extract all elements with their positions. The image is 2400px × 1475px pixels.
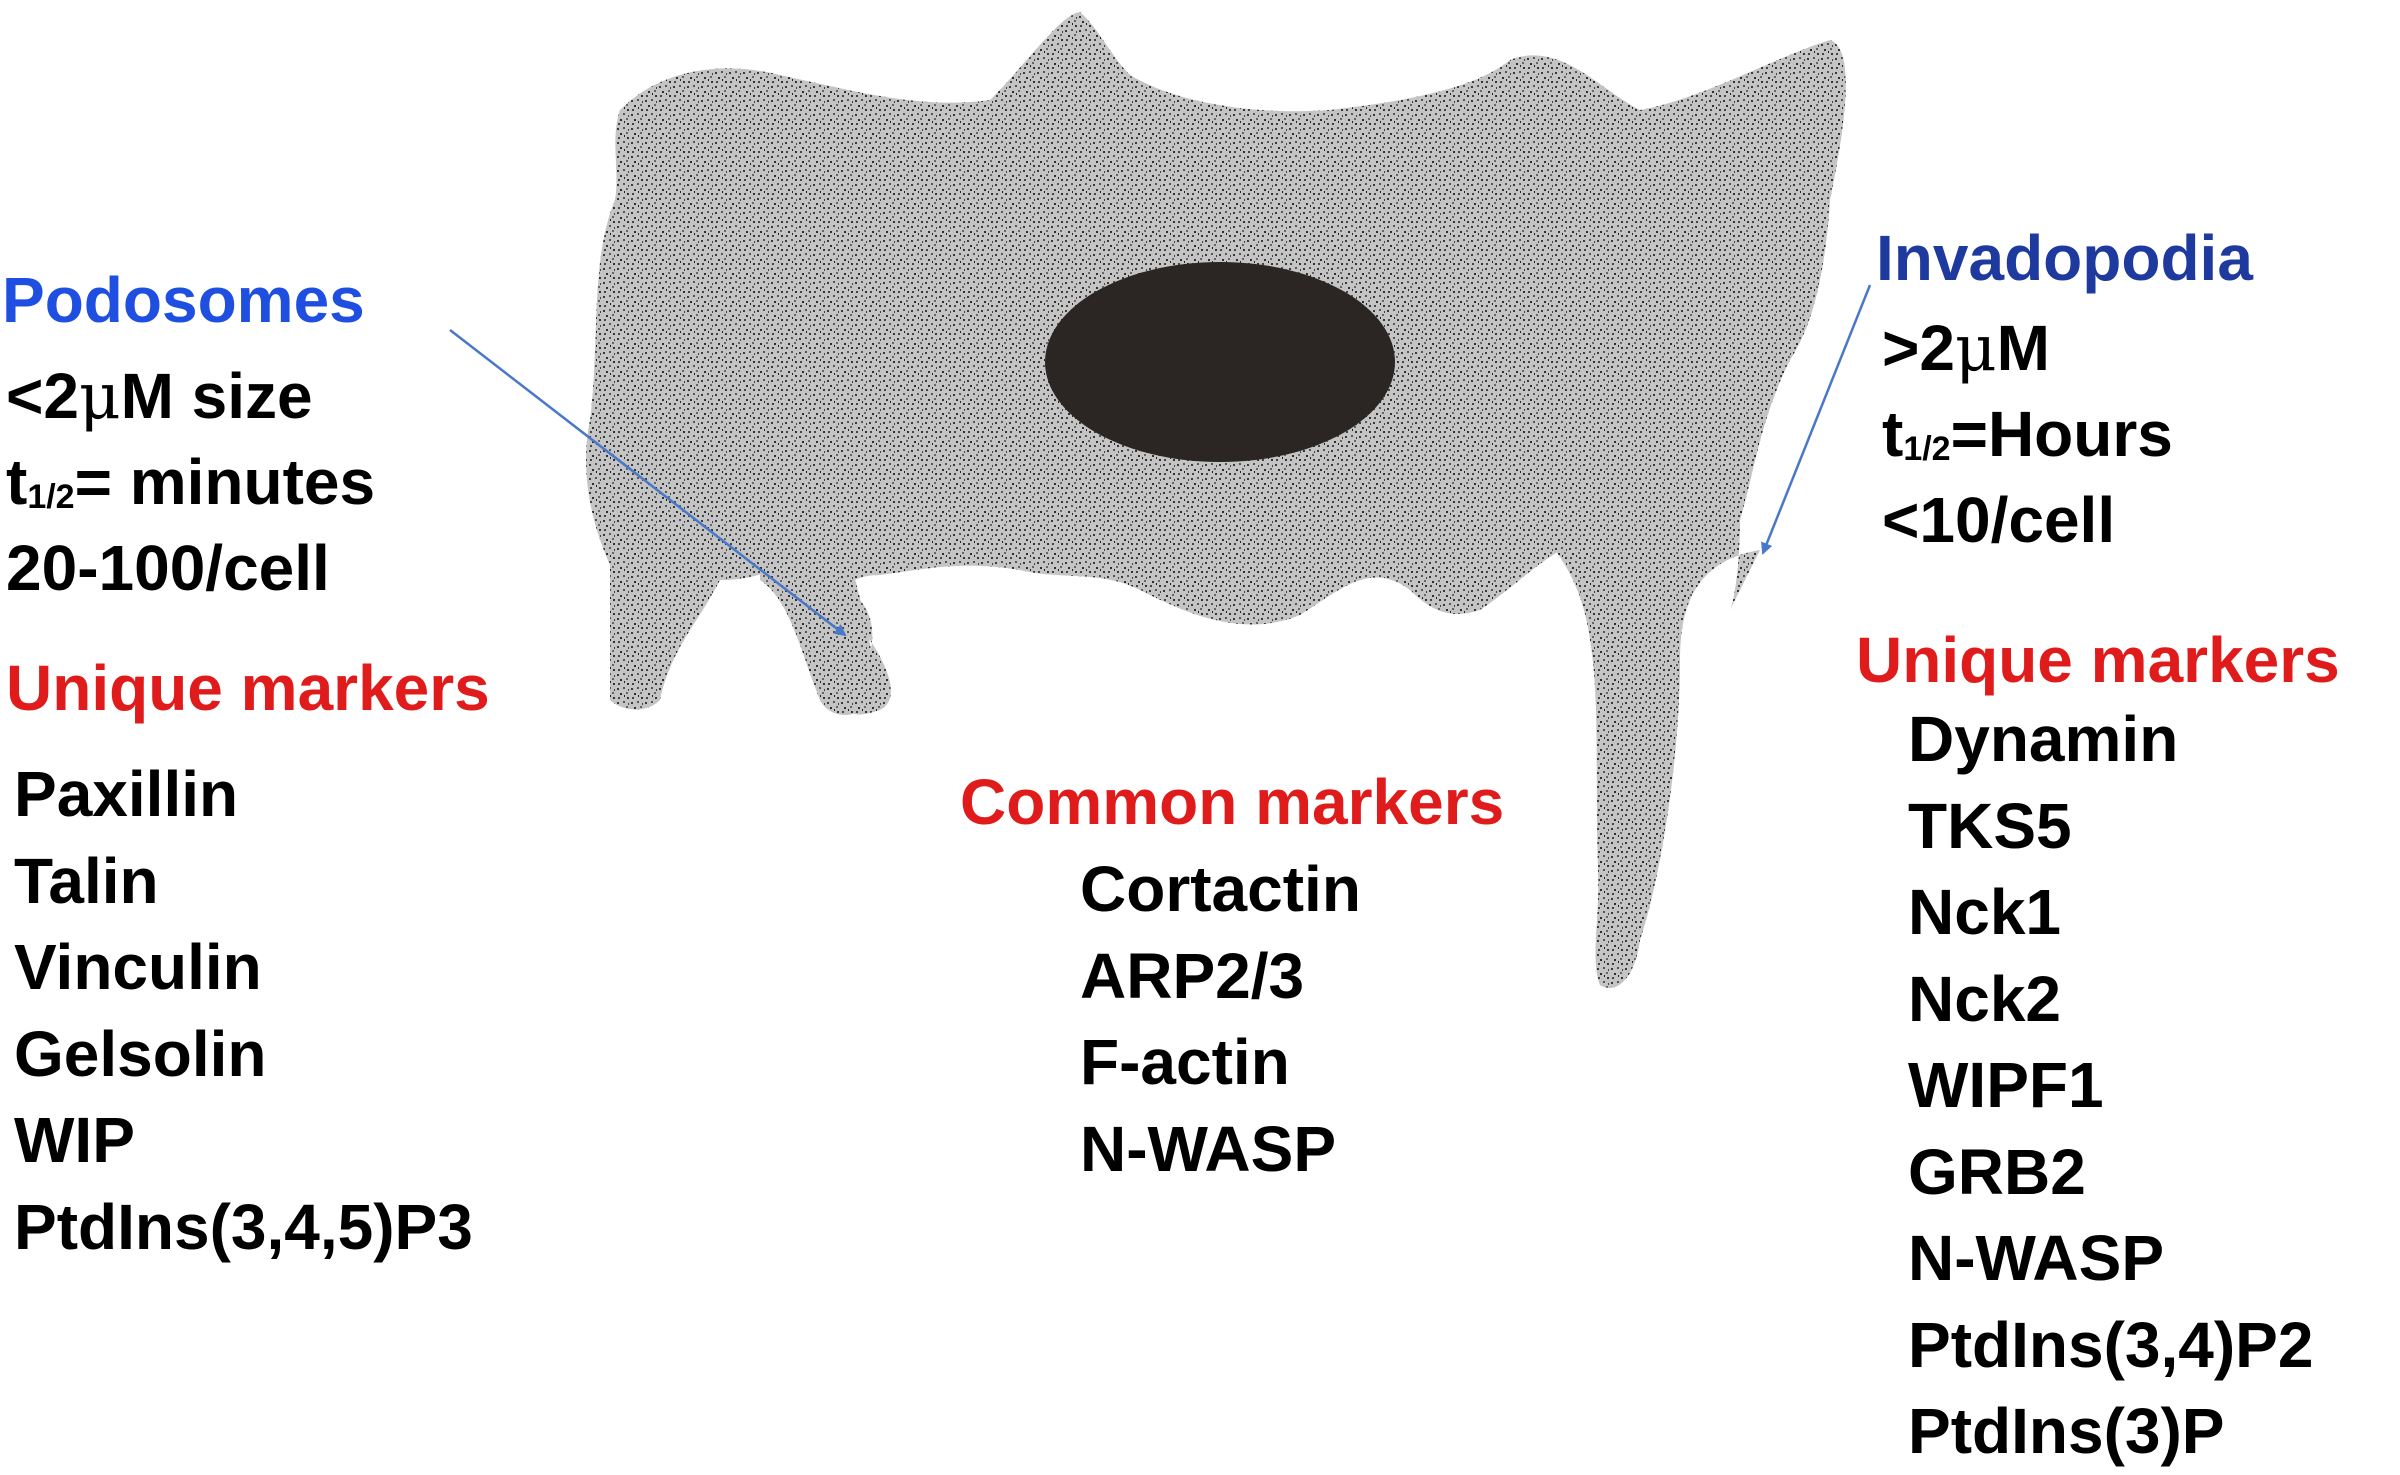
- invadopodium-protrusion: [1555, 520, 1645, 988]
- marker-item: Nck2: [1908, 962, 2061, 1035]
- marker-item: Dynamin: [1908, 703, 2179, 775]
- podosome-markers-title: Unique markers: [6, 652, 490, 724]
- invadopodia-count: <10/cell: [1882, 484, 2116, 556]
- podosome-size-suffix: M size: [120, 360, 313, 432]
- micro-symbol: μ: [1954, 312, 1997, 386]
- marker-item: Paxillin: [14, 758, 239, 830]
- halflife-subscript: 1/2: [1903, 430, 1951, 468]
- marker-item: WIPF1: [1908, 1049, 2104, 1121]
- marker-item: TKS5: [1908, 789, 2072, 862]
- invadopodia-markers-list: Dynamin TKS5 Nck1 Nck2 WIPF1 GRB2 N-WASP…: [1908, 696, 2313, 1475]
- invadopodia-size-suffix: M: [1996, 312, 2050, 384]
- halflife-t: t: [6, 446, 28, 518]
- marker-item: Vinculin: [14, 931, 262, 1003]
- micro-symbol: μ: [78, 360, 121, 434]
- marker-item: ARP2/3: [1080, 939, 1305, 1012]
- podosome-protrusion: [760, 520, 873, 715]
- marker-item: PtdIns(3,4)P2: [1908, 1308, 2314, 1381]
- marker-item: F-actin: [1080, 1026, 1290, 1098]
- common-markers-title: Common markers: [960, 766, 1505, 838]
- marker-item: GRB2: [1908, 1135, 2086, 1208]
- podosome-pointer-arrow: [449, 329, 847, 637]
- marker-item: WIP: [14, 1104, 135, 1176]
- cell-body: [586, 12, 1846, 986]
- invadopodia-size: >2μM: [1882, 316, 2050, 381]
- halflife-subscript: 1/2: [27, 478, 75, 516]
- invadopodium-pointer-arrow: [1761, 284, 1872, 555]
- marker-item: PtdIns(3)P: [1908, 1395, 2225, 1467]
- podosomes-title: Podosomes: [2, 264, 365, 336]
- nucleus: [1045, 262, 1395, 462]
- marker-item: N-WASP: [1908, 1222, 2164, 1294]
- podosome-size: <2μM size: [6, 364, 313, 429]
- invadopodia-halflife: t1/2=Hours: [1882, 402, 2173, 466]
- common-markers-list: Cortactin ARP2/3 F-actin N-WASP: [1080, 846, 1361, 1192]
- invadopodia-markers-title: Unique markers: [1856, 624, 2340, 696]
- halflife-value: = minutes: [74, 446, 376, 518]
- halflife-value: =Hours: [1950, 398, 2173, 470]
- invadopodia-size-prefix: >2: [1882, 312, 1955, 384]
- marker-item: Gelsolin: [14, 1017, 267, 1090]
- podosome-markers-list: Paxillin Talin Vinculin Gelsolin WIP Ptd…: [14, 751, 473, 1270]
- marker-item: Nck1: [1908, 876, 2061, 948]
- podosome-count: 20-100/cell: [6, 532, 330, 604]
- invadopodia-title: Invadopodia: [1876, 222, 2253, 294]
- marker-item: N-WASP: [1080, 1112, 1336, 1185]
- podosome-size-prefix: <2: [6, 360, 79, 432]
- marker-item: PtdIns(3,4,5)P3: [14, 1190, 473, 1263]
- podosome-halflife: t1/2= minutes: [6, 450, 375, 514]
- marker-item: Talin: [14, 844, 159, 917]
- marker-item: Cortactin: [1080, 853, 1361, 925]
- halflife-t: t: [1882, 398, 1904, 470]
